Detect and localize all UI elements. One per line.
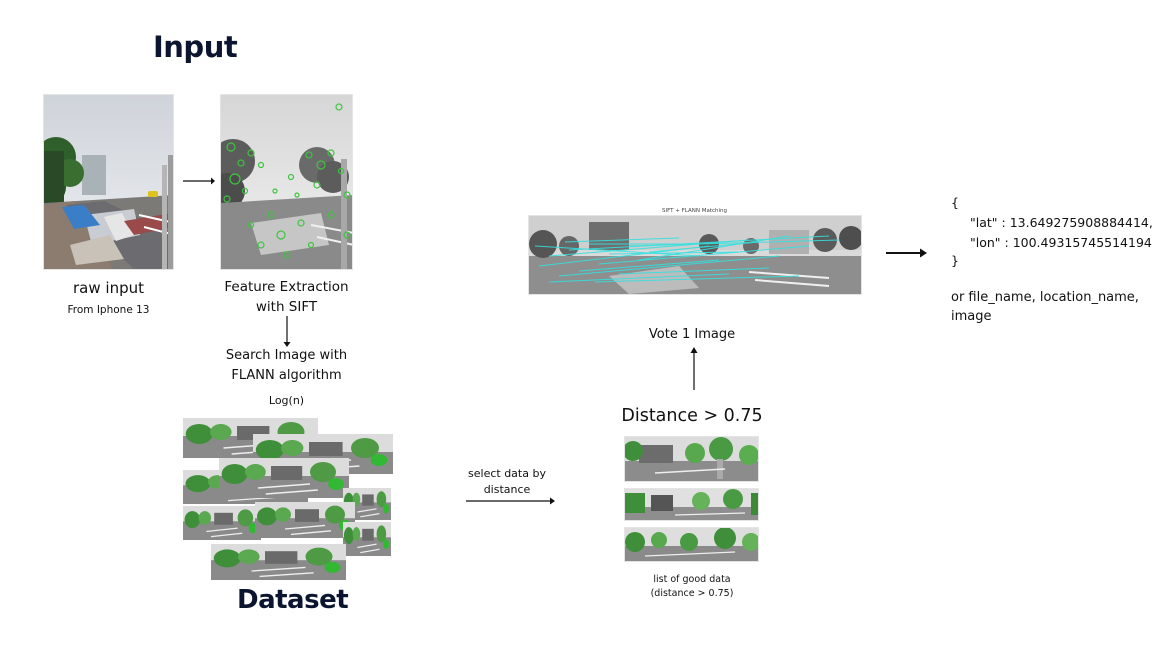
arrow-to-vote [689, 347, 699, 391]
output-lat: "lat" : 13.649275908884414, [970, 215, 1153, 230]
arrow-to-output [886, 247, 928, 259]
feature-extraction-label-line1: Feature Extraction [224, 279, 349, 295]
output-open-brace: { [951, 195, 959, 210]
good-data-caption-line1: list of good data [653, 574, 731, 585]
arrow-to-feature-extraction [183, 176, 215, 186]
good-data-caption-line2: (distance > 0.75) [650, 588, 734, 599]
good-data-image-2 [624, 488, 759, 521]
output-close-brace: } [951, 253, 959, 268]
input-heading: Input [153, 30, 238, 64]
output-alt-line1: or file_name, location_name, [951, 290, 1139, 305]
dataset-heading: Dataset [237, 585, 349, 615]
matching-title: SIFT + FLANN Matching [661, 208, 728, 214]
search-label-line2: FLANN algorithm [231, 368, 342, 383]
search-complexity: Log(n) [268, 394, 305, 407]
matching-result-image [528, 215, 862, 295]
search-label-line1: Search Image with [225, 348, 348, 363]
dataset-collage [181, 416, 395, 582]
select-label-line1: select data by [468, 467, 546, 480]
raw-input-caption: From Iphone 13 [67, 304, 150, 316]
feature-extraction-label-line2: with SIFT [255, 299, 318, 315]
output-lon: "lon" : 100.49315745514194 [970, 235, 1152, 250]
arrow-to-search [282, 316, 292, 348]
good-data-image-3 [624, 527, 759, 562]
vote-label: Vote 1 Image [648, 327, 736, 342]
select-label-line2: distance [483, 483, 531, 496]
feature-extraction-photo [220, 94, 353, 270]
good-data-image-1 [624, 436, 759, 482]
good-data-title: Distance > 0.75 [621, 406, 763, 426]
output-alt-line2: image [951, 309, 992, 324]
raw-input-label: raw input [73, 279, 144, 297]
arrow-to-good-data [466, 496, 556, 506]
raw-input-photo [43, 94, 174, 270]
